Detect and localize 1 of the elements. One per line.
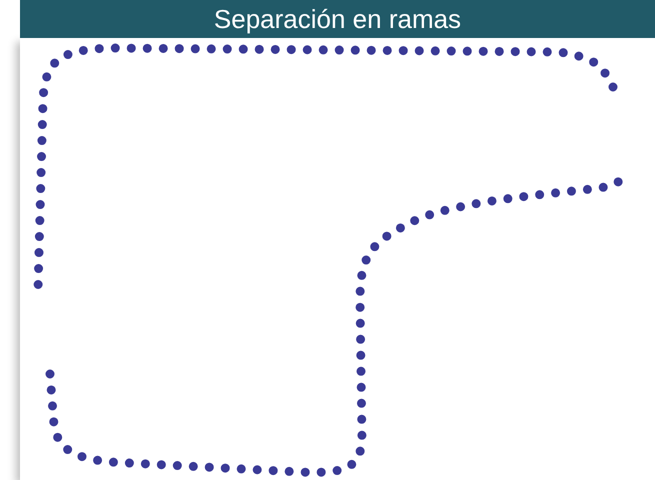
title-bar: Separación en ramas [20,0,655,38]
